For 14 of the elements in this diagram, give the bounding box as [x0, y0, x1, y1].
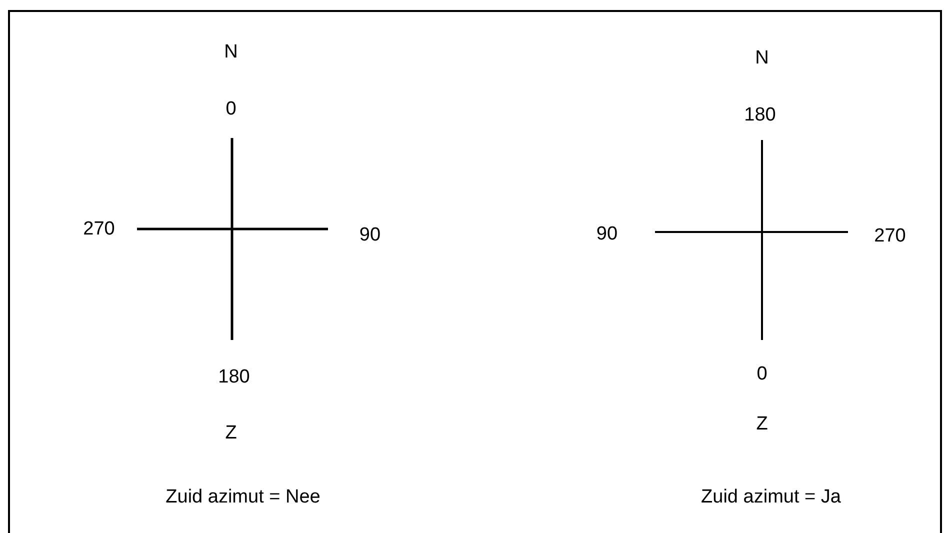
- angle-value: 180: [744, 106, 776, 124]
- caption: Zuid azimut = Nee: [166, 488, 320, 506]
- direction-letter: N: [755, 48, 769, 68]
- angle-value: 180: [218, 368, 250, 386]
- angle-value: 0: [226, 100, 236, 118]
- direction-letter: Z: [756, 414, 768, 434]
- caption: Zuid azimut = Ja: [701, 488, 841, 506]
- angle-value: 270: [83, 220, 115, 238]
- angle-value: 90: [359, 226, 381, 244]
- direction-letter: N: [224, 42, 238, 62]
- angle-value: 270: [874, 226, 906, 246]
- angle-value: 0: [756, 364, 768, 384]
- direction-letter: Z: [225, 424, 237, 442]
- angle-value: 90: [596, 224, 618, 244]
